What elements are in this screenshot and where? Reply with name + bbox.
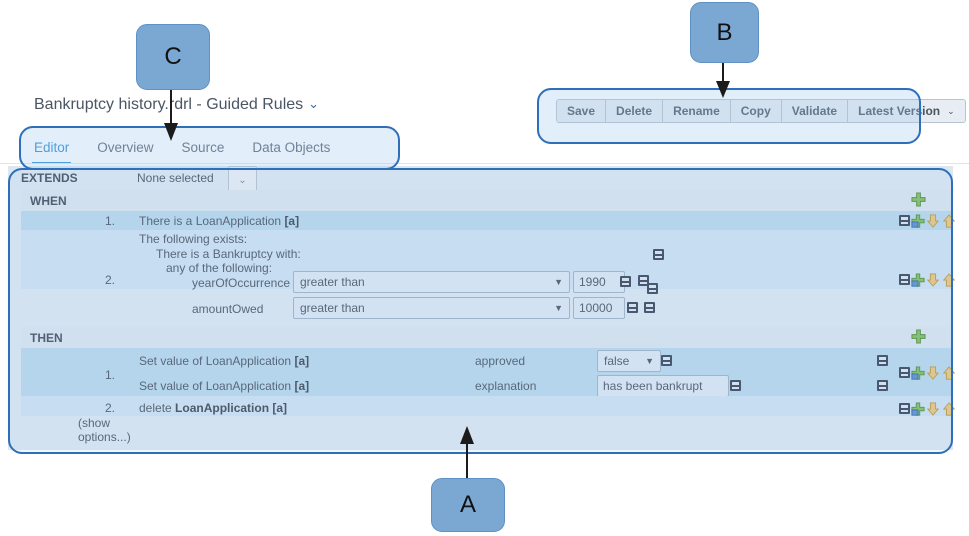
- then-action-2-remove-icon[interactable]: [730, 380, 741, 391]
- delete-button[interactable]: Delete: [606, 100, 664, 122]
- when-row-2-insert-icon[interactable]: [911, 273, 925, 287]
- then-row-1[interactable]: [21, 348, 951, 396]
- chevron-down-icon[interactable]: ⌄: [308, 96, 320, 111]
- then-row-2[interactable]: [21, 396, 951, 416]
- constraint-1-extra-icon[interactable]: [638, 275, 649, 286]
- chevron-down-icon: ▼: [645, 356, 654, 366]
- then-row-1-number: 1.: [105, 368, 116, 382]
- then-action-1-text: Set value of LoanApplication [a]: [139, 354, 310, 368]
- then-section-header: THEN: [21, 327, 951, 348]
- then-row-2-insert-icon[interactable]: [911, 402, 925, 416]
- when-row-1-text: There is a LoanApplication [a]: [139, 214, 300, 228]
- constraint-1-value-input[interactable]: 1990: [573, 271, 625, 293]
- then-action-1-remove-icon[interactable]: [661, 355, 672, 366]
- asset-toolbar: Save Delete Rename Copy Validate Latest …: [556, 99, 969, 123]
- then-action-1-row-remove-icon[interactable]: [877, 355, 888, 366]
- then-row-2-remove-icon[interactable]: [899, 403, 910, 414]
- then-row-2-move-up-icon[interactable]: [942, 402, 956, 416]
- then-row-1-move-down-icon[interactable]: [926, 366, 940, 380]
- when-row-1-move-up-icon[interactable]: [942, 214, 956, 228]
- extends-label: EXTENDS: [21, 171, 78, 185]
- when-row-1-remove-icon[interactable]: [899, 215, 910, 226]
- then-row-2-move-down-icon[interactable]: [926, 402, 940, 416]
- extends-value: None selected: [137, 171, 214, 185]
- then-action-2-text: Set value of LoanApplication [a]: [139, 379, 310, 393]
- when-row-2-move-up-icon[interactable]: [942, 273, 956, 287]
- callout-c: C: [136, 24, 210, 90]
- when-row-2-line-2: There is a Bankruptcy with:: [156, 247, 301, 261]
- when-row-1-binding: [a]: [284, 214, 300, 228]
- guided-rule-editor: EXTENDS None selected ⌄ WHEN 1. There is…: [8, 166, 956, 450]
- tab-source[interactable]: Source: [181, 140, 225, 155]
- callout-b: B: [690, 2, 759, 63]
- add-action-icon[interactable]: [911, 329, 926, 344]
- constraint-2-field: amountOwed: [192, 302, 264, 316]
- when-row-2-line-1: The following exists:: [139, 232, 248, 246]
- tab-overview[interactable]: Overview: [97, 140, 154, 155]
- header-divider-2: [0, 164, 969, 165]
- constraint-2-value-input[interactable]: 10000: [573, 297, 625, 319]
- version-dropdown-label: Latest Version: [858, 104, 941, 118]
- then-action-1-field: approved: [475, 354, 526, 368]
- then-action-2-value-input[interactable]: has been bankrupt: [597, 375, 729, 397]
- then-row-1-remove-icon[interactable]: [899, 367, 910, 378]
- extends-dropdown[interactable]: ⌄: [228, 166, 257, 194]
- header-divider: [0, 163, 969, 164]
- asset-toolbar-buttons: Save Delete Rename Copy Validate Latest …: [556, 99, 966, 123]
- page-title: Bankruptcy history.rdrl - Guided Rules ⌄: [34, 96, 319, 114]
- editor-tabbar: Editor Overview Source Data Objects: [20, 128, 398, 165]
- when-row-1-move-down-icon[interactable]: [926, 214, 940, 228]
- chevron-down-icon: ⌄: [947, 105, 955, 116]
- when-row-2-line-3: any of the following:: [166, 261, 273, 275]
- then-row-1-move-up-icon[interactable]: [942, 366, 956, 380]
- rename-button[interactable]: Rename: [663, 100, 731, 122]
- page-title-text: Bankruptcy history.rdrl - Guided Rules: [34, 96, 304, 113]
- copy-button[interactable]: Copy: [730, 100, 782, 122]
- then-row-2-text: delete LoanApplication [a]: [139, 401, 288, 415]
- version-dropdown-button[interactable]: Latest Version ⌄: [848, 100, 965, 122]
- when-row-2-move-down-icon[interactable]: [926, 273, 940, 287]
- then-action-2-row-remove-icon[interactable]: [877, 380, 888, 391]
- constraint-2-remove-icon[interactable]: [627, 302, 638, 313]
- tab-editor[interactable]: Editor: [20, 140, 83, 165]
- chevron-down-icon: ▼: [554, 303, 563, 313]
- constraint-1-extra-2-icon[interactable]: [647, 283, 658, 294]
- add-condition-icon[interactable]: [911, 192, 926, 207]
- constraint-2-extra-icon[interactable]: [644, 302, 655, 313]
- when-row-1-insert-icon[interactable]: [911, 214, 925, 228]
- constraint-1-field: yearOfOccurrence: [192, 276, 291, 290]
- extends-row: EXTENDS None selected ⌄: [21, 166, 951, 194]
- constraint-2-operator-select[interactable]: greater than▼: [293, 297, 570, 319]
- constraint-1-operator-select[interactable]: greater than▼: [293, 271, 570, 293]
- when-row-1-number: 1.: [105, 214, 116, 228]
- then-row-1-insert-icon[interactable]: [911, 366, 925, 380]
- when-row-2-remove-icon[interactable]: [899, 274, 910, 285]
- save-button[interactable]: Save: [557, 100, 607, 122]
- callout-a: A: [431, 478, 505, 532]
- chevron-down-icon: ▼: [554, 277, 563, 287]
- then-action-1-value-select[interactable]: false▼: [597, 350, 661, 372]
- then-action-2-field: explanation: [475, 379, 537, 393]
- validate-button[interactable]: Validate: [781, 100, 849, 122]
- show-options-link[interactable]: (show options...): [78, 416, 131, 444]
- then-row-2-number: 2.: [105, 401, 116, 415]
- when-row-2-group-remove-icon[interactable]: [653, 249, 664, 260]
- when-row-1[interactable]: [21, 211, 951, 230]
- when-section-header: WHEN: [21, 190, 951, 211]
- constraint-1-remove-icon[interactable]: [620, 276, 631, 287]
- tab-data-objects[interactable]: Data Objects: [252, 140, 331, 155]
- chevron-down-icon: ⌄: [238, 174, 247, 186]
- when-row-2-number: 2.: [105, 273, 116, 287]
